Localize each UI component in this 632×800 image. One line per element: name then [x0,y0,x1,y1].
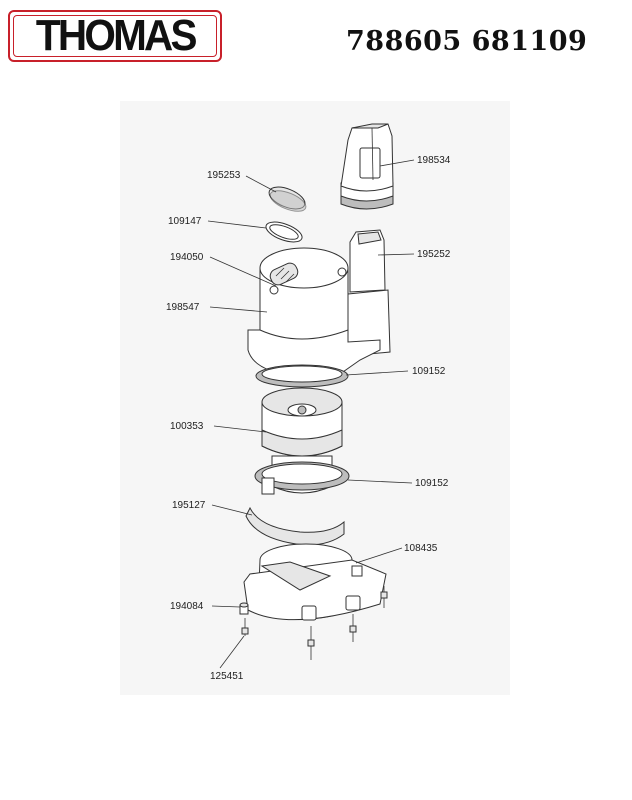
part-194084-rubber-foot [239,602,249,615]
part-109147-oval-gasket [265,221,303,243]
label-125451: 125451 [210,671,244,682]
label-109152-lower: 109152 [415,478,449,489]
part-195253-oval-cover [268,186,307,212]
thomas-logo: THOMAS [8,10,222,62]
label-195127: 195127 [172,500,206,511]
part-198547-motor-housing [247,247,381,377]
screw [307,626,315,660]
label-195252: 195252 [417,249,451,260]
part-198534-connector-plug [340,123,394,210]
part-195127-arc-gasket [245,506,345,546]
document-number: 788605 681109 [346,26,588,57]
label-198547: 198547 [166,302,200,313]
part-109152-lower-seal-ring [254,461,350,495]
screw [380,586,388,608]
part-195252-connector-socket [347,229,391,357]
label-198534: 198534 [417,155,451,166]
label-108435: 108435 [404,543,438,554]
screw [241,618,249,636]
label-194050: 194050 [170,252,204,263]
label-109147: 109147 [168,216,202,227]
screw [349,614,357,642]
switch-slots [275,267,295,283]
label-109152-upper: 109152 [412,366,446,377]
part-109152-upper-seal-ring [255,364,349,388]
label-100353: 100353 [170,421,204,432]
thomas-logo-frame: THOMAS [13,11,217,60]
label-194084: 194084 [170,601,204,612]
part-108435-base-housing [243,543,387,621]
label-195253: 195253 [207,170,241,181]
brand-name: THOMAS [35,11,198,60]
callout-leaders [207,159,415,669]
part-125451-screws [241,586,388,660]
callout-labels: 198534 195253 109147 194050 195252 19854… [166,155,451,682]
